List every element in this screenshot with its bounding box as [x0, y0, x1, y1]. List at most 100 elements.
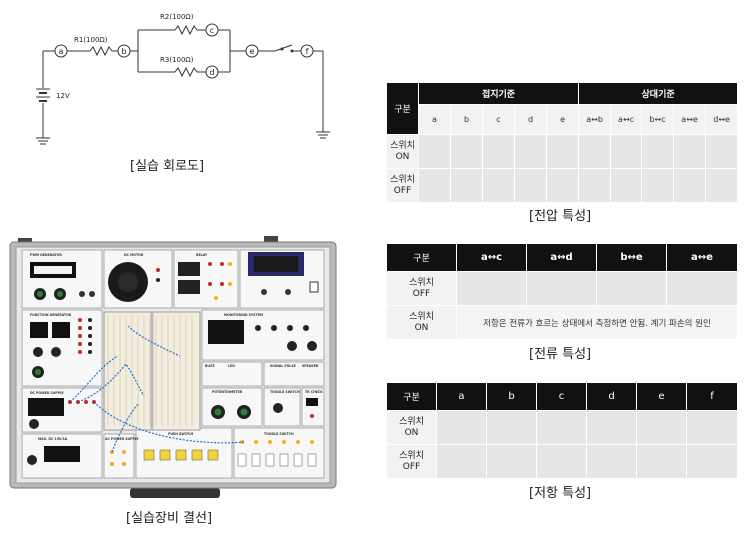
resistance-row-label: 스위치 OFF: [386, 444, 437, 479]
panel-led: LED: [228, 364, 235, 368]
table-cell[interactable]: [673, 134, 707, 169]
voltage-group-ground: 접지기준: [417, 82, 580, 105]
voltage-col: a↔b: [578, 104, 612, 135]
circuit-diagram: a b c d e f R1(100Ω) R2(100Ω) R3(100Ω) 1…: [36, 13, 330, 145]
voltage-col: d↔e: [705, 104, 739, 135]
resistance-label-header: 구분: [386, 382, 437, 411]
table-cell[interactable]: [536, 444, 587, 479]
table-cell[interactable]: [666, 271, 738, 306]
resistance-col: b: [486, 382, 537, 411]
panel-dc-power-supply: DC POWER SUPPLY: [30, 391, 64, 395]
table-cell[interactable]: [545, 134, 580, 169]
current-caption: [전류 특성]: [529, 347, 592, 362]
voltage-col: a: [418, 104, 451, 135]
voltage-col: a↔c: [610, 104, 643, 135]
voltage-row-label: 스위치 OFF: [386, 168, 419, 203]
table-cell[interactable]: [586, 410, 637, 445]
voltage-col: e: [545, 104, 580, 135]
battery-label: 12V: [56, 92, 70, 100]
node-c: c: [210, 26, 214, 35]
current-row-label: 스위치 ON: [386, 305, 457, 340]
table-cell[interactable]: [578, 168, 612, 203]
voltage-col: b↔c: [641, 104, 675, 135]
table-cell[interactable]: [705, 168, 739, 203]
voltage-label-header: 구분: [386, 82, 419, 135]
voltage-col: c: [482, 104, 515, 135]
equipment-caption: [실습장비 결선]: [126, 511, 213, 526]
current-col: b↔e: [596, 243, 667, 272]
panel-pwm-generator: PWM GENERATOR: [30, 253, 62, 257]
panel-buzz: BUZZ: [205, 364, 215, 368]
table-cell[interactable]: [526, 271, 597, 306]
table-cell[interactable]: [686, 410, 738, 445]
panel-function-generator: FUNCTION GENERATOR: [30, 313, 72, 317]
panel-tr-check: TR CHECK: [305, 390, 323, 394]
node-a: a: [59, 47, 64, 56]
voltage-table: 구분 접지기준 상대기준 a b c d e a↔b a↔c b↔c a↔e d…: [386, 82, 739, 203]
resistance-col: a: [436, 382, 487, 411]
table-cell[interactable]: [436, 444, 487, 479]
current-col: a↔c: [456, 243, 527, 272]
panel-potentiometer: POTENTIOMETER: [212, 390, 243, 394]
table-cell[interactable]: [486, 444, 537, 479]
table-cell[interactable]: [641, 134, 675, 169]
resistance-col: d: [586, 382, 637, 411]
r1-label: R1(100Ω): [74, 36, 108, 44]
resistance-caption: [저항 특성]: [529, 486, 592, 501]
panel-relay: RELAY: [196, 253, 208, 257]
table-cell[interactable]: [641, 168, 675, 203]
table-cell[interactable]: [586, 444, 637, 479]
panel-speaker: SPEAKER: [302, 364, 319, 368]
resistance-col: f: [686, 382, 738, 411]
node-d: d: [209, 68, 214, 77]
panel-max-dc: MAX. DC 15V/1A: [38, 437, 68, 441]
voltage-group-relative: 상대기준: [578, 82, 739, 105]
table-cell[interactable]: [418, 168, 451, 203]
panel-push-switch: PUSH SWITCH: [168, 432, 194, 436]
panel-monitoring-system: MONITORING SYSTEM: [224, 313, 263, 317]
current-label-header: 구분: [386, 243, 457, 272]
resistance-col: e: [636, 382, 687, 411]
voltage-col: a↔e: [673, 104, 707, 135]
training-equipment-photo: PWM GENERATOR DC MOTOR RELAY FUNCTION GE…: [9, 236, 337, 498]
table-cell[interactable]: [596, 271, 667, 306]
node-e: e: [250, 47, 255, 56]
table-cell[interactable]: [636, 410, 687, 445]
table-cell[interactable]: [686, 444, 738, 479]
voltage-row-label: 스위치 ON: [386, 134, 419, 169]
table-cell[interactable]: [705, 134, 739, 169]
table-cell[interactable]: [673, 168, 707, 203]
table-cell[interactable]: [536, 410, 587, 445]
table-cell[interactable]: [450, 168, 483, 203]
table-cell[interactable]: [610, 168, 643, 203]
voltage-col: b: [450, 104, 483, 135]
voltage-col: d: [514, 104, 547, 135]
resistance-row-label: 스위치 ON: [386, 410, 437, 445]
table-cell[interactable]: [482, 168, 515, 203]
r2-label: R2(100Ω): [160, 13, 194, 21]
table-cell[interactable]: [418, 134, 451, 169]
table-cell[interactable]: [456, 271, 527, 306]
table-cell[interactable]: [636, 444, 687, 479]
resistance-table: 구분 a b c d e f 스위치 ON 스위치 OFF: [386, 382, 738, 479]
r3-label: R3(100Ω): [160, 56, 194, 64]
panel-ac-power-supply: AC POWER SUPPLY: [105, 437, 139, 441]
table-cell[interactable]: [514, 168, 547, 203]
circuit-caption: [실습 회로도]: [130, 159, 205, 174]
table-cell[interactable]: [514, 134, 547, 169]
table-cell[interactable]: [486, 410, 537, 445]
node-f: f: [306, 47, 309, 56]
table-cell[interactable]: [482, 134, 515, 169]
table-cell[interactable]: [610, 134, 643, 169]
node-b: b: [121, 47, 126, 56]
table-cell[interactable]: [450, 134, 483, 169]
voltage-caption: [전압 특성]: [529, 209, 592, 224]
panel-toggle-switch: TOGGLE SWITCH: [270, 390, 300, 394]
current-note: 저항은 전류가 흐르는 상태에서 측정하면 안됨. 계기 파손의 원인: [456, 305, 738, 340]
table-cell[interactable]: [578, 134, 612, 169]
table-cell[interactable]: [436, 410, 487, 445]
current-col: a↔e: [666, 243, 738, 272]
current-table: 구분 a↔c a↔d b↔e a↔e 스위치 OFF 스위치 ON 저항은 전류…: [386, 243, 738, 340]
resistance-col: c: [536, 382, 587, 411]
table-cell[interactable]: [545, 168, 580, 203]
